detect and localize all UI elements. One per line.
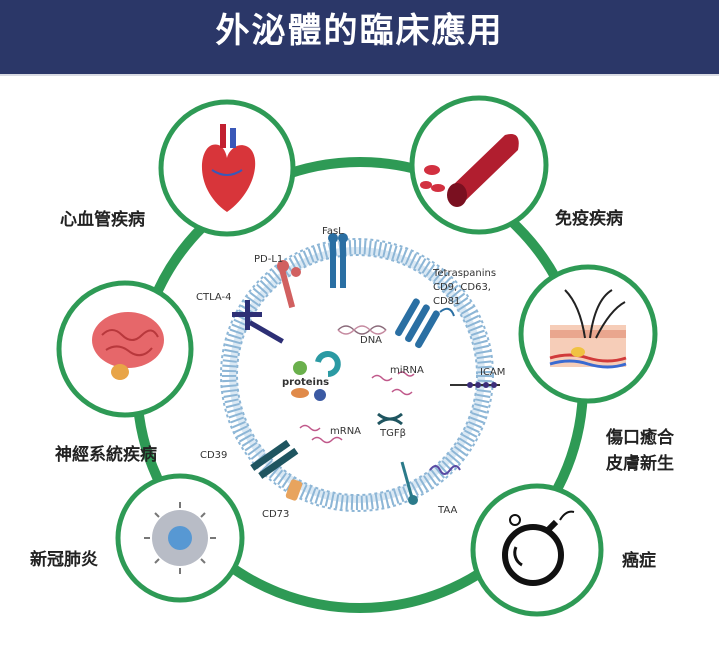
label-mrna: mRNA xyxy=(330,426,361,437)
fasl-icon xyxy=(328,233,348,288)
label-cd73: CD73 xyxy=(262,509,289,520)
blood-vessel-icon xyxy=(420,134,519,207)
cardio-node xyxy=(158,99,296,237)
label-mirna: miRNA xyxy=(390,365,424,376)
cd39-icon xyxy=(250,439,299,479)
cd73-icon xyxy=(285,479,303,501)
label-cd-list2: CD81 xyxy=(433,296,460,307)
header-divider xyxy=(0,74,719,76)
label-cd39: CD39 xyxy=(200,450,227,461)
label-tgfb: TGFβ xyxy=(379,428,406,439)
label-wound: 傷口癒合 皮膚新生 xyxy=(585,425,695,477)
exosome-membrane xyxy=(220,238,494,512)
bomb-icon xyxy=(502,510,575,586)
covid-node xyxy=(115,473,245,603)
label-ctla4: CTLA-4 xyxy=(196,292,231,303)
cancer-node xyxy=(470,483,604,617)
label-cancer: 癌症 xyxy=(622,551,656,571)
mrna-icon xyxy=(299,424,343,444)
header-bar xyxy=(0,0,719,74)
label-fasl: FasL xyxy=(322,226,344,237)
proteins-icon xyxy=(291,351,341,401)
label-taa: TAA xyxy=(437,505,457,516)
wound-node xyxy=(518,264,658,404)
label-proteins: proteins xyxy=(282,377,329,388)
brain-icon xyxy=(92,312,164,380)
dna-icon xyxy=(337,325,387,335)
ctla4-icon xyxy=(232,300,284,344)
label-wound-line2: 皮膚新生 xyxy=(606,454,674,474)
page-title: 外泌體的臨床應用 xyxy=(215,11,504,51)
skin-icon xyxy=(549,289,627,369)
label-immune: 免疫疾病 xyxy=(555,209,623,229)
heart-icon xyxy=(201,124,256,212)
mirna-icon xyxy=(371,371,415,396)
label-cd-list1: CD9, CD63, xyxy=(433,282,491,293)
neuro-node xyxy=(56,280,194,418)
label-tetraspanins: Tetraspanins xyxy=(432,268,496,279)
label-cardio: 心血管疾病 xyxy=(60,210,145,230)
tgfb-icon xyxy=(377,412,403,426)
label-pdl1: PD-L1 xyxy=(254,254,283,265)
icam-icon xyxy=(450,382,500,388)
label-dna: DNA xyxy=(360,335,382,346)
pdl1-icon xyxy=(277,260,301,309)
tetraspanin-icon xyxy=(395,298,455,349)
virus-icon xyxy=(144,502,216,574)
label-icam: ICAM xyxy=(480,367,505,378)
label-neuro: 神經系統疾病 xyxy=(55,445,157,465)
immune-node xyxy=(409,95,549,235)
taa-icon xyxy=(400,461,461,505)
label-covid: 新冠肺炎 xyxy=(30,550,98,570)
label-wound-line1: 傷口癒合 xyxy=(606,428,674,448)
